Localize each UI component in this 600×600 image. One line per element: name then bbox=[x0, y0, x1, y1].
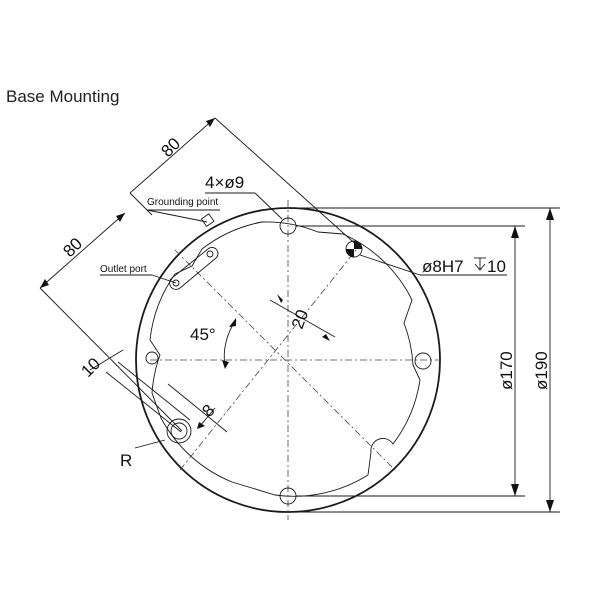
pin-hole-depth-label: 10 bbox=[487, 257, 506, 276]
outlet-port-hole-2 bbox=[206, 250, 214, 258]
hole-spec-leader-diag bbox=[254, 192, 283, 220]
pin-hole-leader-diag bbox=[359, 254, 421, 276]
dim-20-arrow bbox=[322, 334, 330, 341]
dim-190-arrow-top bbox=[546, 208, 554, 220]
dim-20-arrow-2 bbox=[277, 294, 283, 303]
diagonal-centerline-1 bbox=[179, 244, 361, 471]
dim-170-arrow-top bbox=[511, 226, 519, 238]
mounting-hole-right bbox=[414, 352, 432, 370]
grounding-point-tab bbox=[200, 213, 215, 228]
dim-170-arrow-bottom bbox=[511, 484, 519, 496]
inner-boundary-profile bbox=[149, 221, 421, 497]
diagonal-centerline-2 bbox=[174, 249, 396, 471]
dim-80-upper-text: 80 bbox=[157, 134, 184, 161]
mounting-hole-lower-left bbox=[170, 422, 188, 440]
outlet-port-label: Outlet port bbox=[100, 264, 147, 275]
pin-hole-spec-label: ø8H7 bbox=[422, 257, 464, 276]
dim-80-left-line bbox=[39, 212, 126, 289]
dim-80-left-arrow bbox=[40, 279, 49, 288]
mounting-hole-counterbore bbox=[166, 418, 192, 444]
dim-80-upper-ext-2 bbox=[129, 192, 153, 216]
pin-hole-symbol-q1 bbox=[354, 241, 362, 249]
radius-leader bbox=[134, 439, 166, 449]
dim-8-arrow bbox=[197, 422, 205, 429]
dim-10-line bbox=[89, 349, 124, 371]
grounding-leader-diag bbox=[146, 209, 208, 223]
angle-45-text: 45° bbox=[190, 325, 216, 344]
dim-8-text: 8 bbox=[198, 401, 218, 421]
dim-170-text: ø170 bbox=[497, 351, 516, 390]
depth-icon bbox=[474, 257, 486, 271]
dim-20-line bbox=[269, 299, 336, 338]
outlet-leader-diag bbox=[151, 274, 177, 284]
dim-10-text: 10 bbox=[77, 354, 104, 381]
grounding-point-label: Grounding point bbox=[147, 197, 218, 208]
outlet-port-slot bbox=[169, 247, 219, 290]
dim-10-ext bbox=[105, 371, 182, 433]
dim-8-line bbox=[199, 407, 216, 427]
radius-label: R bbox=[120, 451, 132, 470]
dim-20-text: 20 bbox=[288, 307, 312, 331]
dim-190-arrow-bottom bbox=[546, 500, 554, 512]
dim-80-upper-arrow bbox=[206, 118, 215, 127]
dim-190-text: ø190 bbox=[532, 351, 551, 390]
dim-8-ext bbox=[167, 383, 228, 433]
dim-80-left-arrow-2 bbox=[116, 213, 125, 222]
pin-hole-symbol-q3 bbox=[346, 249, 354, 257]
outlet-port-hole bbox=[172, 279, 180, 287]
hole-spec-label: 4×ø9 bbox=[205, 173, 244, 192]
small-hole-left bbox=[145, 351, 159, 365]
dim-80-upper-line bbox=[129, 117, 216, 194]
angle-45-arrow-2 bbox=[222, 360, 229, 369]
dim-80-left-ext bbox=[39, 287, 183, 432]
dim-10-ext-2 bbox=[117, 361, 191, 421]
angle-45-arrow bbox=[229, 318, 236, 327]
dim-80-left-text: 80 bbox=[59, 234, 86, 261]
drawing-title: Base Mounting bbox=[6, 87, 119, 106]
